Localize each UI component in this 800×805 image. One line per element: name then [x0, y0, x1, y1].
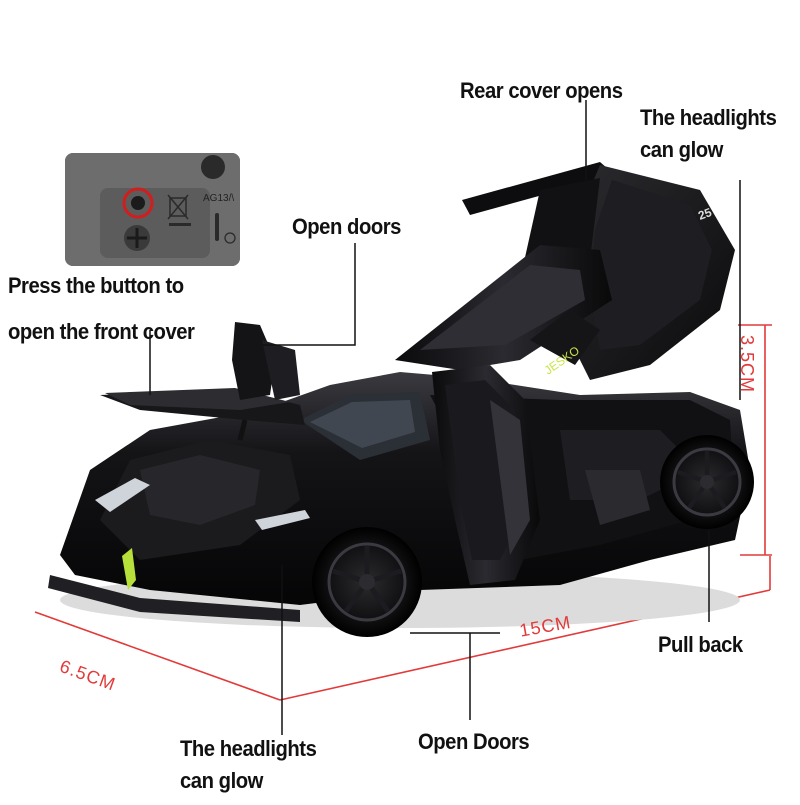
recycle-bin-icon	[167, 194, 189, 220]
inset-code-text: AG13/\	[203, 193, 234, 204]
dimension-height: 3.5CM	[737, 335, 757, 394]
front-cover-open	[100, 322, 305, 441]
callout-lines	[149, 100, 741, 735]
label-pull-back: Pull back	[658, 632, 743, 657]
label-press-button-line2: open the front cover	[8, 319, 195, 344]
label-headlights-bottom-line1: The headlights	[180, 736, 317, 761]
front-wheel	[312, 527, 422, 637]
label-open-doors-top: Open doors	[292, 214, 401, 239]
front-door-open	[432, 365, 540, 585]
button-highlight-ring	[122, 187, 154, 219]
release-button	[131, 196, 145, 210]
label-headlights-top-line1: The headlights	[640, 105, 777, 130]
button-closeup-inset: AG13/\	[65, 153, 240, 266]
label-headlights-bottom-line2: can glow	[180, 768, 263, 793]
label-rear-cover: Rear cover opens	[460, 78, 623, 103]
width-dimension-line	[34, 611, 281, 701]
label-press-button-line1: Press the button to	[8, 273, 184, 298]
label-headlights-top-line2: can glow	[640, 137, 723, 162]
rear-wheel	[660, 435, 754, 529]
wing-badge: 25	[696, 205, 714, 223]
rear-door-open: JESKO	[395, 245, 612, 377]
label-open-doors-bottom: Open Doors	[418, 729, 530, 754]
